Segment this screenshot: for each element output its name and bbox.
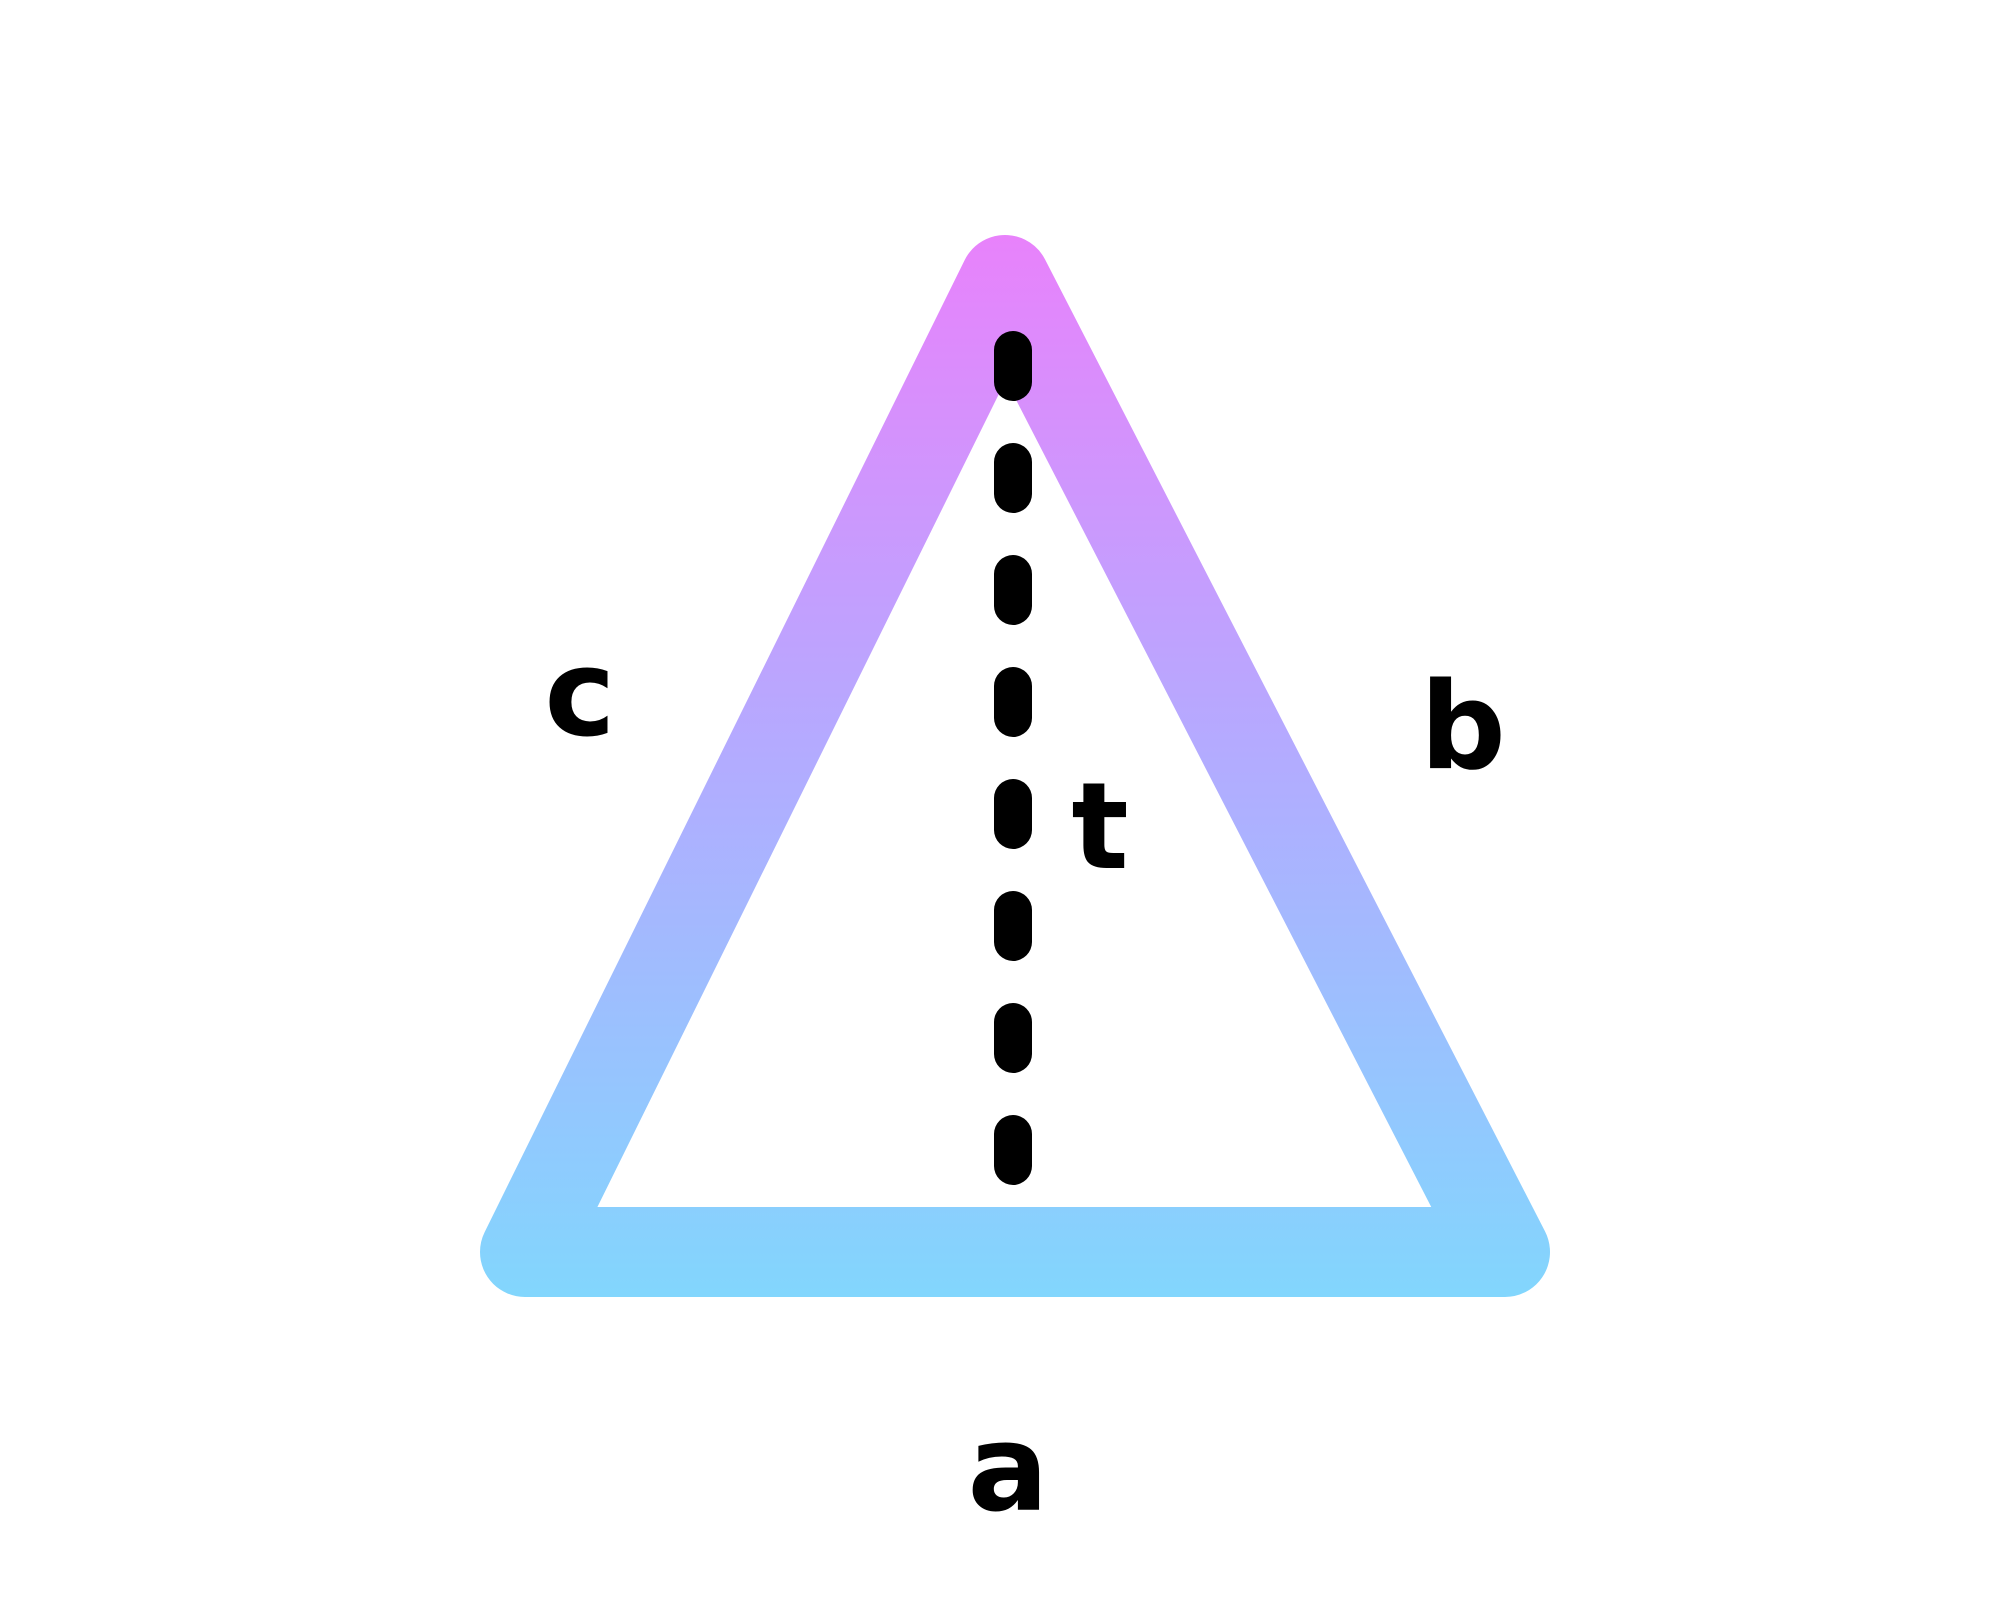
label-left-side: c [544, 625, 615, 764]
label-right-side: b [1420, 658, 1506, 797]
label-height: t [1071, 758, 1128, 897]
triangle-outline [480, 235, 1550, 1297]
label-base: a [968, 1400, 1049, 1539]
